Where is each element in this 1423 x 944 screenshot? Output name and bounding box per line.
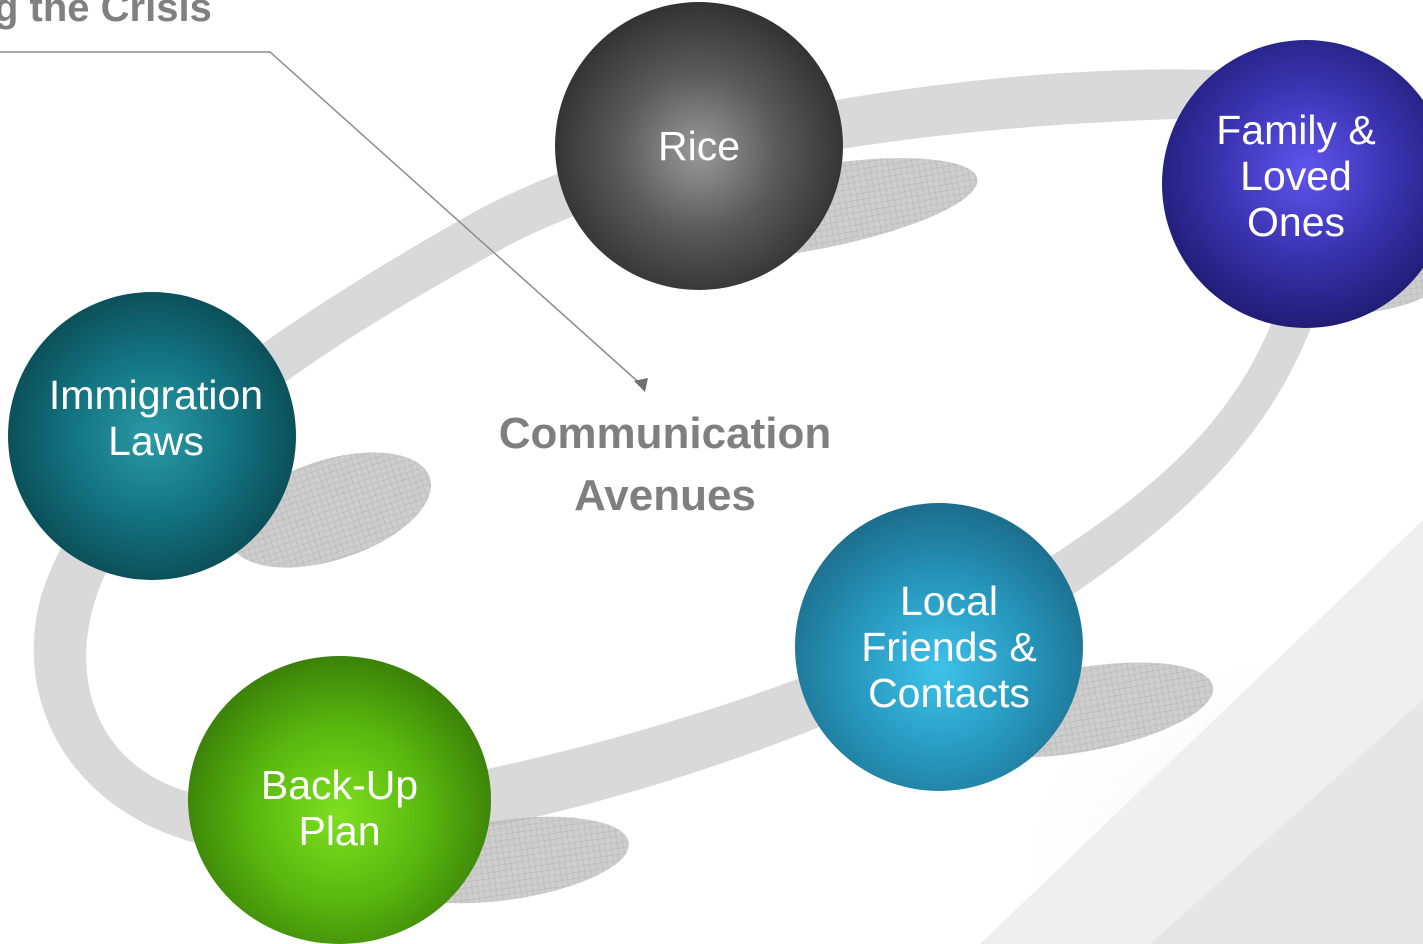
node-local-label-1: Local <box>899 578 998 624</box>
node-immigration-label-2: Laws <box>108 418 204 464</box>
node-immigration-laws: Immigration Laws <box>8 292 296 580</box>
center-label: Communication Avenues <box>440 403 890 527</box>
node-family-label-1: Family & <box>1216 107 1376 153</box>
node-immigration-label-1: Immigration <box>48 372 264 418</box>
node-rice: Rice <box>555 2 843 290</box>
node-family-loved-ones: Family & Loved Ones <box>1162 40 1423 328</box>
callout-line <box>0 51 646 389</box>
slide-title: g the Crisis <box>0 0 212 30</box>
node-backup-label-2: Plan <box>298 808 381 854</box>
node-backup-label-1: Back-Up <box>260 762 419 808</box>
node-family-label-2: Loved <box>1240 153 1352 199</box>
background-wedge-2 <box>1150 700 1423 944</box>
node-local-label-2: Friends & <box>861 624 1037 670</box>
center-label-line-2: Avenues <box>574 471 756 520</box>
center-label-line-1: Communication <box>498 409 832 458</box>
callout-arrowhead <box>634 378 648 392</box>
node-back-up-plan: Back-Up Plan <box>188 656 491 944</box>
node-local-friends-contacts: Local Friends & Contacts <box>795 503 1083 791</box>
node-rice-label: Rice <box>657 123 741 169</box>
node-family-label-3: Ones <box>1247 199 1345 245</box>
node-local-label-3: Contacts <box>868 670 1030 716</box>
